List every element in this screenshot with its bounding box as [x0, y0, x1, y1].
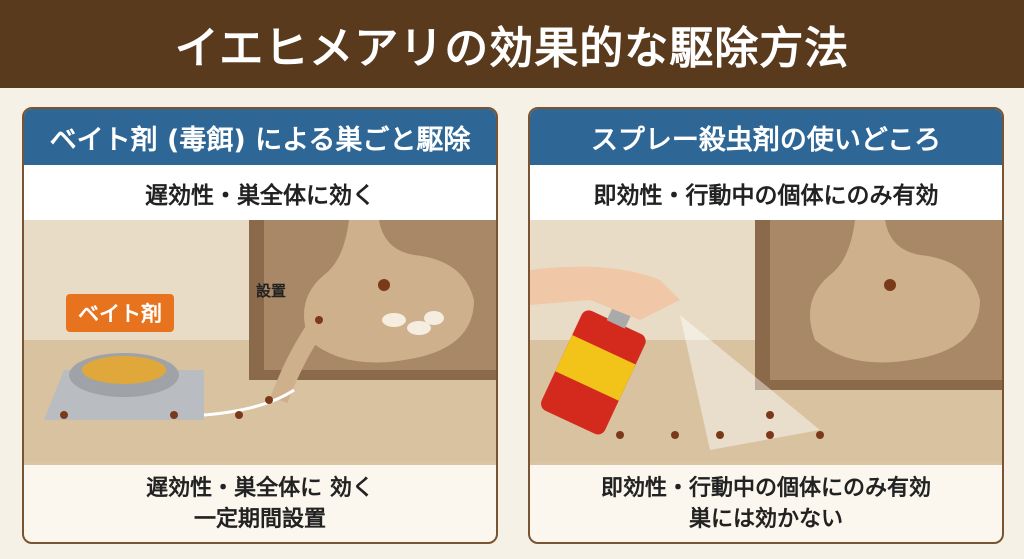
- spray-illustration: [530, 220, 1002, 462]
- ants-icon: [616, 279, 896, 439]
- bait-tag: ベイト剤: [66, 294, 174, 332]
- nest-scene: [24, 220, 496, 462]
- spray-panel: スプレー殺虫剤の使いどころ 即効性・行動中の個体にのみ有効 即効性・行動中の個体…: [528, 107, 1004, 544]
- bait-panel: ベイト剤 (毒餌) による巣ごと駆除 遅効性・巣全体に効く ベイト剤 設置 遅効…: [22, 107, 498, 544]
- footer-line: 一定期間設置: [193, 506, 326, 532]
- panel-subtitle: 遅効性・巣全体に効く: [24, 165, 496, 220]
- ants-icon: [60, 279, 390, 419]
- footer-line: 巣には効かない: [688, 506, 843, 532]
- page-title: イエヒメアリの効果的な駆除方法: [0, 0, 1024, 88]
- footer-line: 即効性・行動中の個体にのみ有効: [600, 475, 931, 501]
- panel-footer: 即効性・行動中の個体にのみ有効 巣には効かない: [530, 462, 1002, 542]
- footer-line: 遅効性・巣全体に 効く: [146, 475, 374, 501]
- panel-header: ベイト剤 (毒餌) による巣ごと駆除: [24, 109, 496, 165]
- placement-label: 設置: [256, 282, 287, 300]
- nest-chamber-icon: [304, 220, 474, 363]
- hand-icon: [530, 266, 680, 320]
- spray-scene: [530, 220, 1002, 462]
- panel-footer: 遅効性・巣全体に 効く 一定期間設置: [24, 462, 496, 542]
- bait-illustration: ベイト剤 設置: [24, 220, 496, 462]
- panel-subtitle: 即効性・行動中の個体にのみ有効: [530, 165, 1002, 220]
- panel-header: スプレー殺虫剤の使いどころ: [530, 109, 1002, 165]
- spray-mist-icon: [680, 315, 820, 450]
